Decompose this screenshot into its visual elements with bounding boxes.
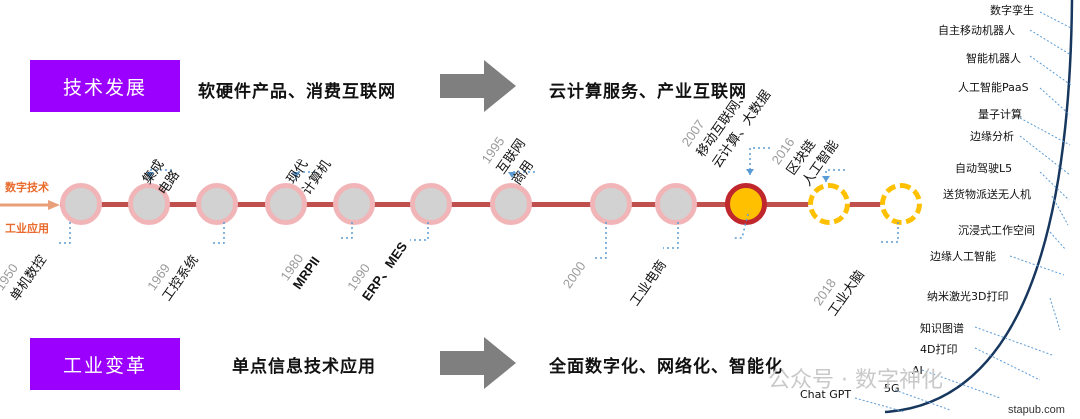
top-right-text: 云计算服务、产业互联网 xyxy=(549,82,747,102)
node-1950 xyxy=(60,183,102,225)
industry-revolution-label: 工业变革 xyxy=(30,338,180,390)
tech-label: 自主移动机器人 xyxy=(938,24,1015,37)
node-2018 xyxy=(880,183,922,225)
node-ic xyxy=(196,183,238,225)
tech-label: Chat GPT xyxy=(800,388,852,401)
top-arrow xyxy=(440,60,516,112)
timeline-line xyxy=(60,202,915,207)
tech-label: 沉浸式工作空间 xyxy=(958,224,1035,237)
footer-source: stapub.com xyxy=(1008,404,1065,416)
tech-label: 知识图谱 xyxy=(920,322,964,335)
timeline-arrow xyxy=(0,200,60,210)
bottom-left-text: 单点信息技术应用 xyxy=(232,357,376,377)
node-1980 xyxy=(265,183,307,225)
tech-label: 自动驾驶L5 xyxy=(955,162,1013,175)
top-left-text: 软硬件产品、消费互联网 xyxy=(198,82,396,102)
tech-label: 纳米激光3D打印 xyxy=(927,290,1009,303)
industrial-app-label: 工业应用 xyxy=(5,222,49,235)
bottom-arrow xyxy=(440,337,516,389)
tech-label: 5G xyxy=(884,382,900,395)
bottom-right-text: 全面数字化、网络化、智能化 xyxy=(549,357,783,377)
tech-label: 4D打印 xyxy=(920,343,958,356)
tech-label: 数字孪生 xyxy=(990,4,1034,17)
node-1990 xyxy=(410,183,452,225)
node-2007 xyxy=(725,183,767,225)
tech-development-label: 技术发展 xyxy=(30,60,180,112)
node-computer xyxy=(333,183,375,225)
digital-tech-label: 数字技术 xyxy=(5,181,49,194)
node-1995 xyxy=(490,183,532,225)
tech-label: 量子计算 xyxy=(978,108,1022,121)
tech-label: 边缘分析 xyxy=(970,130,1014,143)
tech-label: 智能机器人 xyxy=(966,52,1021,65)
tech-label: 人工智能PaaS xyxy=(958,81,1029,94)
node-1969 xyxy=(128,183,170,225)
node-2016 xyxy=(808,183,850,225)
node-ecommerce xyxy=(655,183,697,225)
tech-label: AI xyxy=(912,364,923,377)
node-2000 xyxy=(590,183,632,225)
tech-label: 边缘人工智能 xyxy=(930,250,996,263)
tech-label: 送货物派送无人机 xyxy=(943,188,1031,201)
watermark: 公众号 · 数字神化 xyxy=(768,368,943,393)
